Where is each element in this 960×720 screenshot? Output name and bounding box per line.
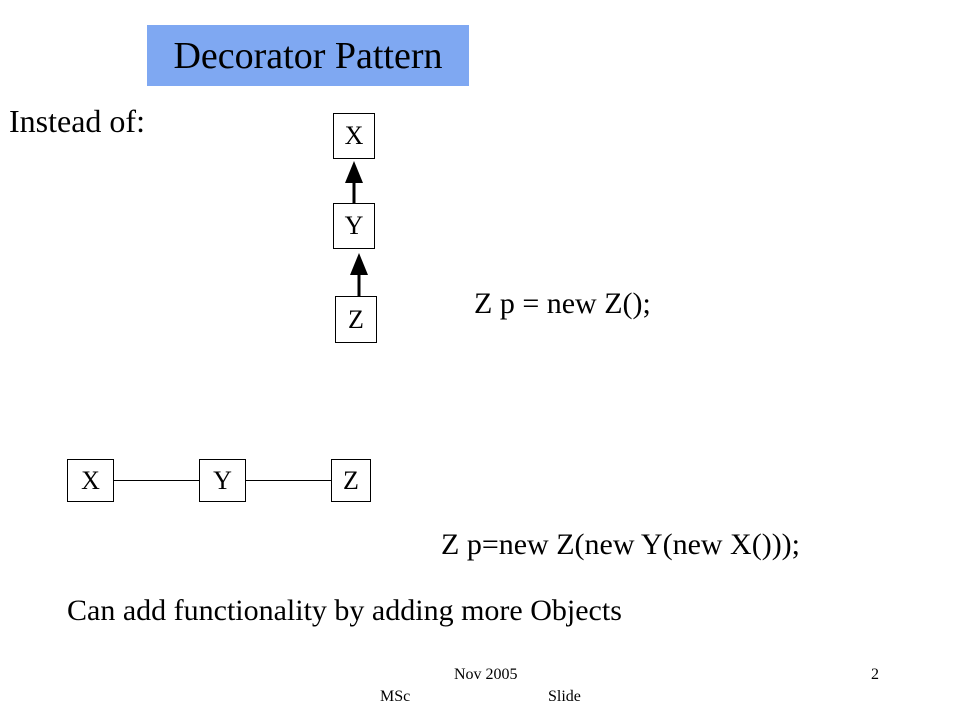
arrow-y-to-x bbox=[345, 161, 363, 203]
instead-of-label: Instead of: bbox=[9, 103, 145, 139]
arrow-z-to-y bbox=[350, 253, 368, 296]
class-x-box: X bbox=[333, 113, 375, 159]
class-y-box: Y bbox=[333, 203, 375, 249]
link-y-z bbox=[246, 480, 331, 481]
footer-slide-label: Slide bbox=[548, 688, 581, 705]
object-x-box: X bbox=[67, 459, 114, 502]
slide-title: Decorator Pattern bbox=[147, 25, 469, 86]
footer-date: Nov 2005 bbox=[454, 666, 518, 683]
link-x-y bbox=[114, 480, 199, 481]
footer-slide-number: 2 bbox=[871, 666, 879, 683]
code-decorator: Z p=new Z(new Y(new X())); bbox=[441, 528, 801, 561]
object-z-box: Z bbox=[331, 459, 371, 502]
summary-text: Can add functionality by adding more Obj… bbox=[67, 594, 622, 627]
class-z-box: Z bbox=[335, 296, 377, 343]
object-y-box: Y bbox=[199, 459, 246, 502]
code-inheritance: Z p = new Z(); bbox=[474, 287, 651, 320]
footer-course: MSc bbox=[380, 688, 411, 705]
